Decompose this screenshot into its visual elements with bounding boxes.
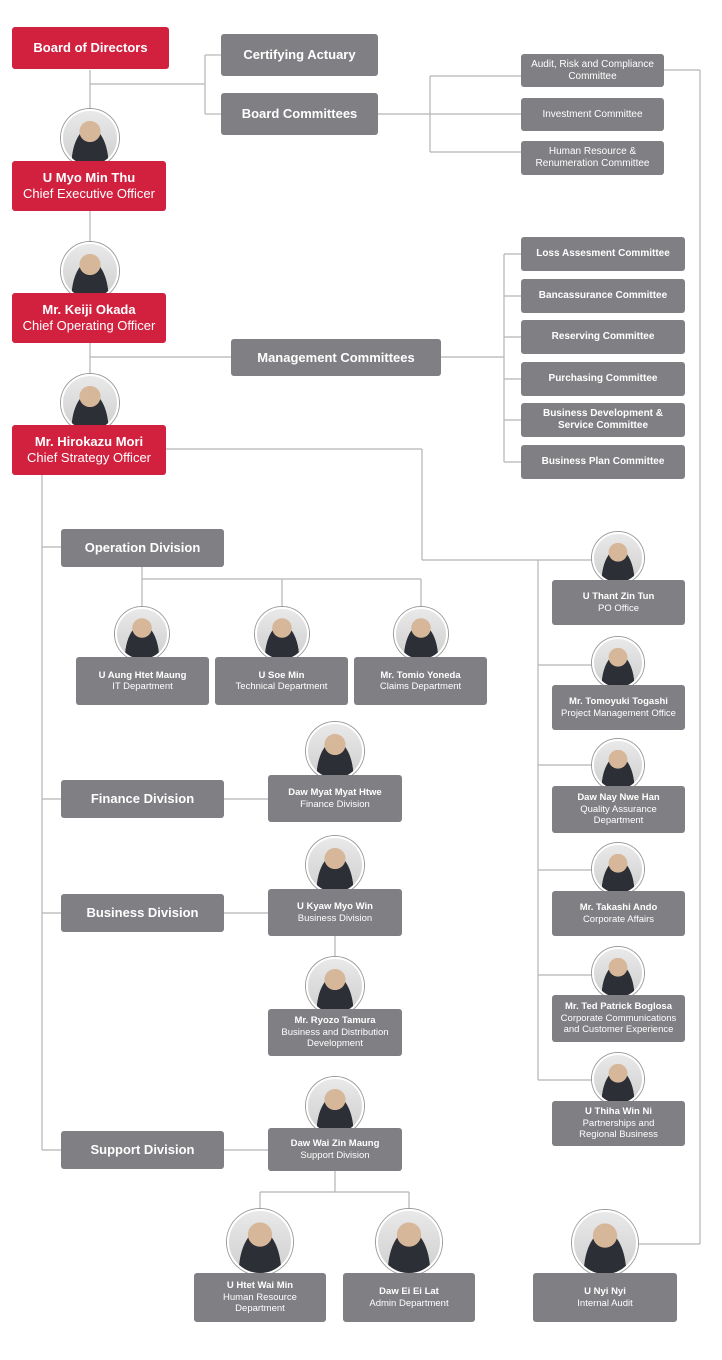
person-photo-icon (255, 607, 309, 661)
management-committees-box: Management Committees (231, 339, 441, 376)
person-photo-icon (394, 607, 448, 661)
coo-box: Mr. Keiji Okada Chief Operating Officer (12, 293, 166, 343)
strategy-person-box: Mr. Ted Patrick Boglosa Corporate Commun… (552, 995, 685, 1042)
person-photo-icon (572, 1210, 638, 1276)
strategy-person-box: U Thant Zin Tun PO Office (552, 580, 685, 625)
management-committee-item: Business Development & Service Committee (521, 403, 685, 437)
strategy-person-box: Mr. Tomoyuki Togashi Project Management … (552, 685, 685, 730)
business-sub-box: Mr. Ryozo Tamura Business and Distributi… (268, 1009, 402, 1056)
cso-name: Mr. Hirokazu Mori (34, 434, 144, 450)
person-photo-icon (592, 1053, 644, 1105)
certifying-actuary-box: Certifying Actuary (221, 34, 378, 76)
operation-person-box: U Aung Htet Maung IT Department (76, 657, 209, 705)
strategy-person-box: Daw Nay Nwe Han Quality Assurance Depart… (552, 786, 685, 833)
person-photo-icon (592, 843, 644, 895)
business-head-box: U Kyaw Myo Win Business Division (268, 889, 402, 936)
management-committee-item: Reserving Committee (521, 320, 685, 354)
person-photo-icon (306, 1077, 364, 1135)
operation-person-box: Mr. Tomio Yoneda Claims Department (354, 657, 487, 705)
strategy-person-box: Mr. Takashi Ando Corporate Affairs (552, 891, 685, 936)
management-committee-item: Loss Assesment Committee (521, 237, 685, 271)
person-photo-icon (115, 607, 169, 661)
management-committee-item: Purchasing Committee (521, 362, 685, 396)
person-photo-icon (592, 947, 644, 999)
person-photo-icon (592, 637, 644, 689)
operation-division-box: Operation Division (61, 529, 224, 567)
coo-name: Mr. Keiji Okada (42, 302, 136, 318)
support-division-box: Support Division (61, 1131, 224, 1169)
person-photo-icon (227, 1209, 293, 1275)
operation-person-box: U Soe Min Technical Department (215, 657, 348, 705)
board-committees-label: Board Committees (241, 106, 358, 122)
person-photo-icon (376, 1209, 442, 1275)
board-committee-item: Audit, Risk and Compliance Committee (521, 54, 664, 87)
board-committees-box: Board Committees (221, 93, 378, 135)
management-committee-item: Business Plan Committee (521, 445, 685, 479)
person-photo-icon (306, 957, 364, 1015)
certifying-actuary-label: Certifying Actuary (243, 47, 356, 63)
cso-title: Chief Strategy Officer (26, 450, 152, 465)
person-photo-icon (592, 532, 644, 584)
support-person-box: U Htet Wai Min Human Resource Department (194, 1273, 326, 1322)
person-photo-icon (306, 722, 364, 780)
person-photo-icon (61, 374, 119, 432)
strategy-person-box: U Thiha Win Ni Partnerships and Regional… (552, 1101, 685, 1146)
cso-box: Mr. Hirokazu Mori Chief Strategy Officer (12, 425, 166, 475)
internal-audit-box: U Nyi Nyi Internal Audit (533, 1273, 677, 1322)
management-committee-item: Bancassurance Committee (521, 279, 685, 313)
ceo-name: U Myo Min Thu (42, 170, 136, 186)
board-of-directors-label: Board of Directors (33, 40, 148, 56)
person-photo-icon (61, 242, 119, 300)
ceo-title: Chief Executive Officer (23, 186, 155, 201)
management-committees-label: Management Committees (257, 349, 415, 365)
person-photo-icon (306, 836, 364, 894)
finance-head-box: Daw Myat Myat Htwe Finance Division (268, 775, 402, 822)
board-of-directors-box: Board of Directors (12, 27, 169, 69)
person-photo-icon (61, 109, 119, 167)
business-division-box: Business Division (61, 894, 224, 932)
person-photo-icon (592, 739, 644, 791)
support-head-box: Daw Wai Zin Maung Support Division (268, 1128, 402, 1171)
finance-division-box: Finance Division (61, 780, 224, 818)
board-committee-item: Human Resource & Renumeration Committee (521, 141, 664, 175)
coo-title: Chief Operating Officer (22, 318, 156, 333)
board-committee-item: Investment Committee (521, 98, 664, 131)
support-person-box: Daw Ei Ei Lat Admin Department (343, 1273, 475, 1322)
ceo-box: U Myo Min Thu Chief Executive Officer (12, 161, 166, 211)
